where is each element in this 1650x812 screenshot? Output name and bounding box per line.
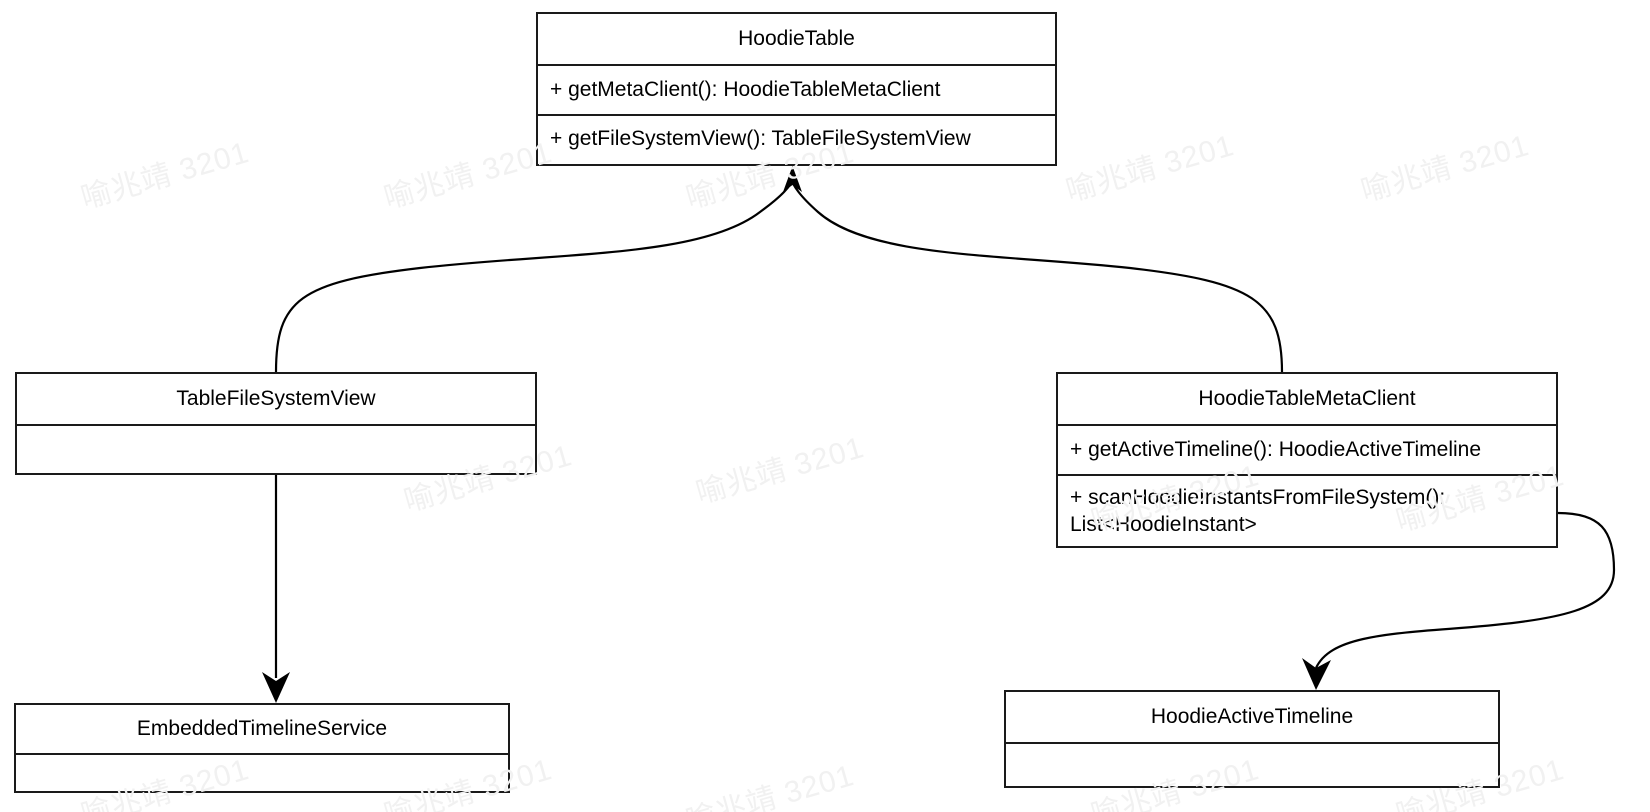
- class-member-hoodie-table-1: + getFileSystemView(): TableFileSystemVi…: [538, 114, 1055, 162]
- class-member-hoodie-table-meta-client-0: + getActiveTimeline(): HoodieActiveTimel…: [1070, 438, 1482, 461]
- watermark-text: 喻兆靖 3201: [692, 430, 868, 511]
- class-member-hoodie-table-meta-client-1-line-2: List<HoodieInstant>: [1070, 512, 1257, 536]
- watermark-text: 喻兆靖 3201: [380, 135, 556, 216]
- class-member-hoodie-table-meta-client-1: + scanHoodieInstantsFromFileSystem(): Li…: [1058, 474, 1556, 546]
- class-member-hoodie-active-timeline-0: [1006, 744, 1498, 790]
- class-box-table-file-system-view[interactable]: TableFileSystemView: [15, 372, 537, 475]
- arrowhead-embeddedtimelineservice: [262, 672, 290, 703]
- edge-hoodietablemetaclient-to-hoodietable: [788, 175, 1284, 373]
- class-name-hoodie-active-timeline: HoodieActiveTimeline: [1006, 692, 1498, 744]
- class-name-embedded-timeline-service: EmbeddedTimelineService: [16, 705, 508, 755]
- class-box-hoodie-table[interactable]: HoodieTable + getMetaClient(): HoodieTab…: [536, 12, 1057, 166]
- arrowhead-hoodietable: [783, 166, 802, 192]
- class-member-hoodie-table-meta-client-1-line-1: + scanHoodieInstantsFromFileSystem():: [1070, 486, 1446, 509]
- class-name-hoodie-table: HoodieTable: [538, 14, 1055, 66]
- watermark-text: 喻兆靖 3201: [1357, 128, 1533, 209]
- watermark-text: 喻兆靖 3201: [77, 135, 253, 216]
- watermark-text: 喻兆靖 3201: [682, 758, 858, 812]
- arrowhead-hoodieactivetimeline: [1302, 658, 1331, 690]
- edge-tablefilesystemview-to-hoodietable: [274, 175, 797, 373]
- watermark-text: 喻兆靖 3201: [1062, 128, 1238, 209]
- class-name-hoodie-table-meta-client: HoodieTableMetaClient: [1058, 374, 1556, 426]
- class-name-table-file-system-view: TableFileSystemView: [17, 374, 535, 426]
- class-box-hoodie-active-timeline[interactable]: HoodieActiveTimeline: [1004, 690, 1500, 788]
- class-member-table-file-system-view-0: [17, 426, 535, 473]
- class-box-embedded-timeline-service[interactable]: EmbeddedTimelineService: [14, 703, 510, 793]
- class-member-hoodie-table-0: + getMetaClient(): HoodieTableMetaClient: [550, 78, 941, 101]
- class-member-embedded-timeline-service-0: [16, 755, 508, 801]
- class-box-hoodie-table-meta-client[interactable]: HoodieTableMetaClient + getActiveTimelin…: [1056, 372, 1558, 548]
